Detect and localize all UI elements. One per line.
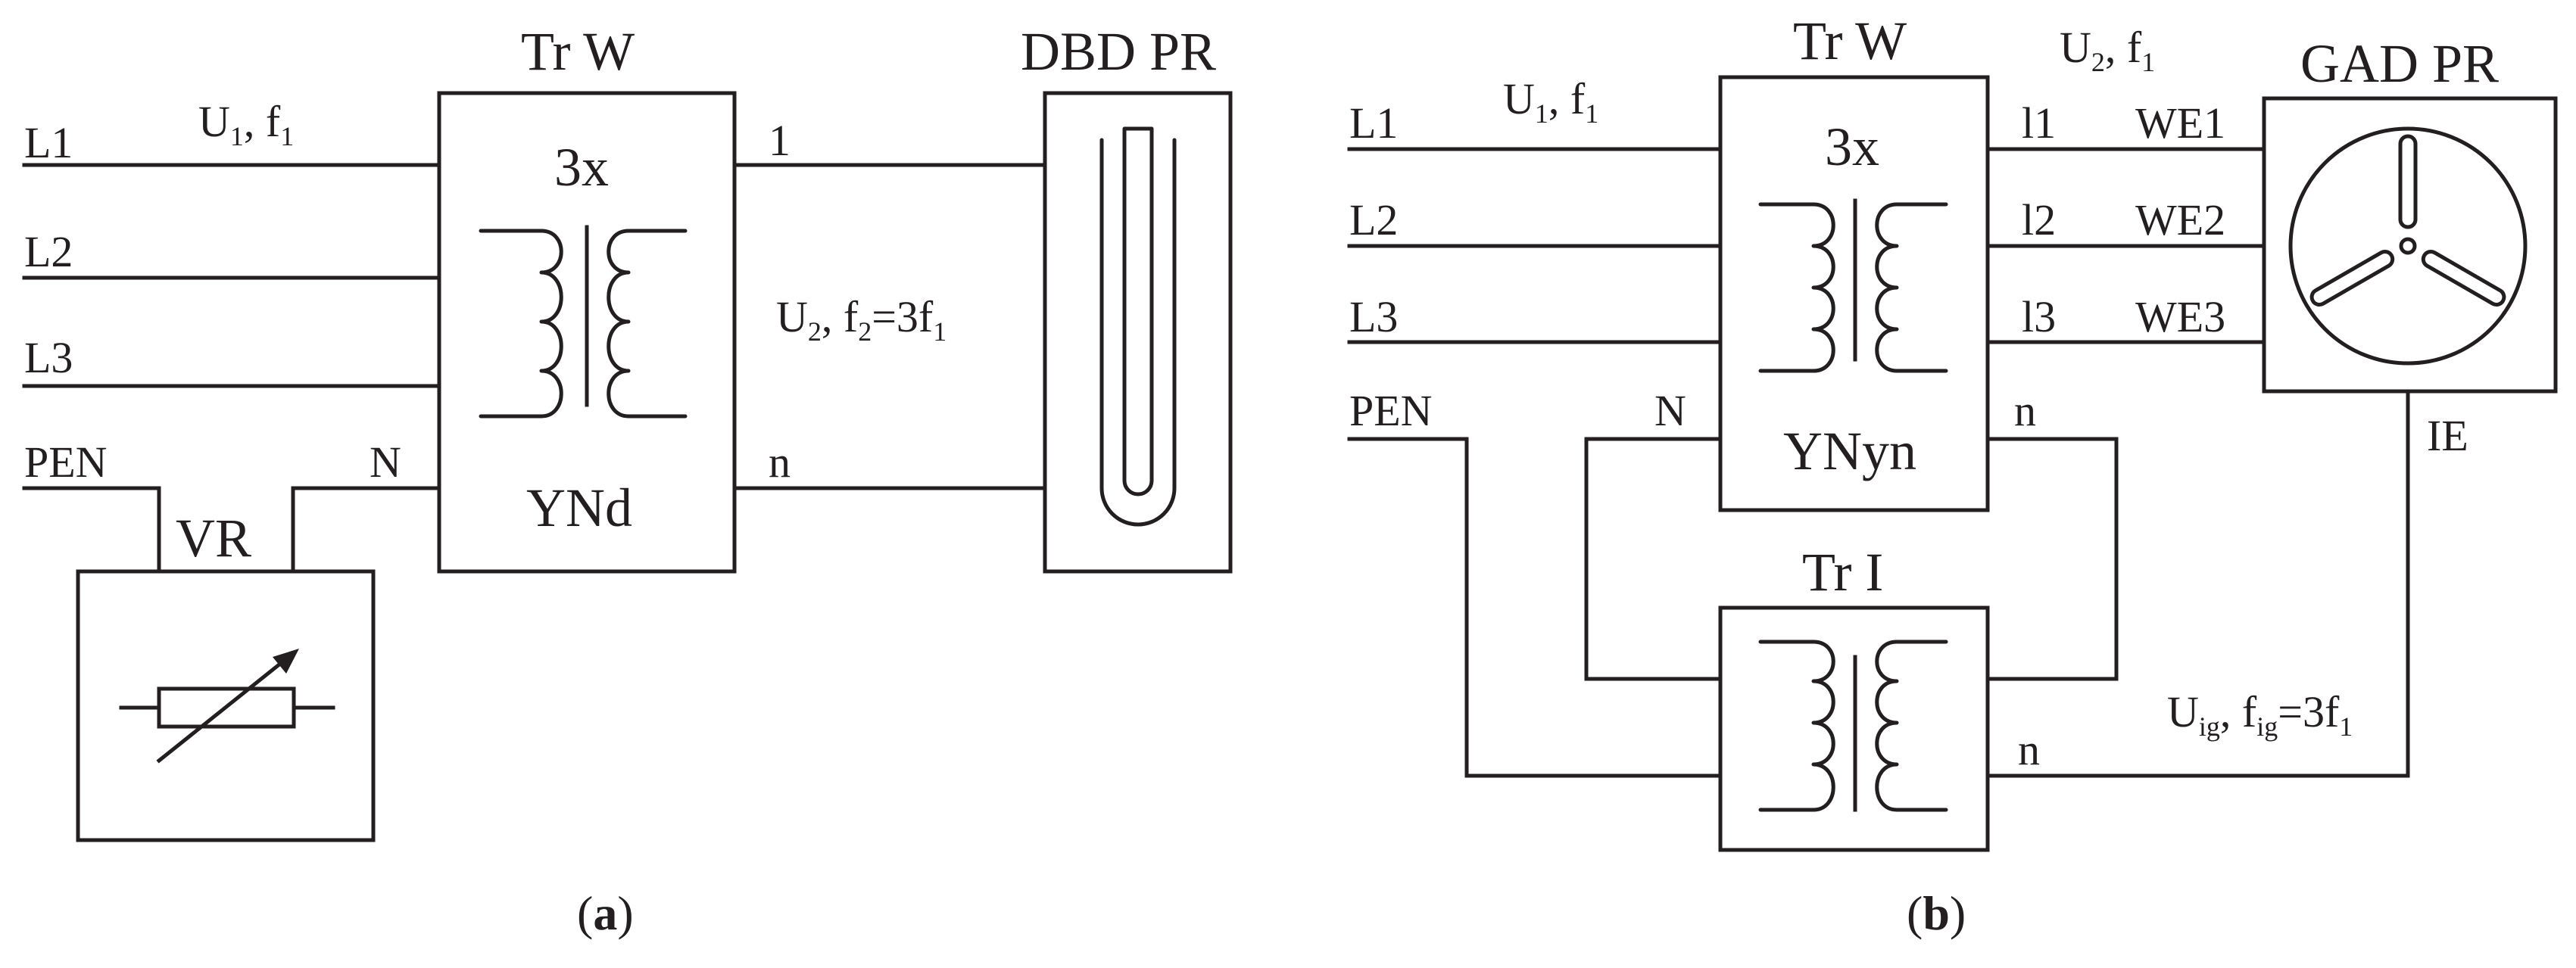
neutral-label-N-a: N bbox=[370, 437, 401, 487]
ignition-voltage-label: Uig, fig=3f1 bbox=[2167, 687, 2353, 742]
line-label-pen-b: PEN bbox=[1349, 386, 1433, 435]
neutral-label-n-b: n bbox=[2014, 386, 2036, 435]
reactor-title-b: GAD PR bbox=[2300, 33, 2499, 94]
wire-ignition-b bbox=[1985, 389, 2410, 778]
line-label-l2-a: L2 bbox=[24, 227, 73, 276]
wire-neutral-a bbox=[291, 486, 441, 574]
wire-pen-b bbox=[1347, 437, 1723, 778]
line-label-l1-a: L1 bbox=[24, 118, 73, 167]
electrode-label-we2: WE2 bbox=[2135, 195, 2225, 244]
ignition-transformer-title: Tr I bbox=[1802, 542, 1883, 602]
electrode-label-we3: WE3 bbox=[2135, 292, 2225, 341]
transformer-count-a: 3x bbox=[554, 137, 609, 198]
line-label-l1-b: L1 bbox=[1349, 98, 1398, 148]
regulator-label: VR bbox=[176, 508, 251, 568]
line-label-l3-b: L3 bbox=[1349, 292, 1398, 341]
transformer-title-b: Tr W bbox=[1793, 11, 1907, 71]
line-label-l3-a: L3 bbox=[24, 333, 73, 382]
transformer-windings-icon-b bbox=[1758, 198, 1948, 373]
wire-pen-a bbox=[22, 486, 161, 574]
supply-voltage-label-b: U1, f1 bbox=[1503, 74, 1598, 129]
output-label-l3-b: l3 bbox=[2022, 292, 2056, 341]
dbd-tube-icon bbox=[1099, 126, 1177, 527]
wire-neutral-n-b bbox=[1985, 437, 2119, 681]
output-label-l1-b: l1 bbox=[2022, 98, 2056, 148]
line-label-pen-a: PEN bbox=[24, 437, 108, 487]
caption-b: (b) bbox=[1907, 886, 1966, 940]
ignition-n-label: n bbox=[2018, 725, 2040, 774]
transformer-windings-icon-a bbox=[479, 225, 688, 419]
secondary-voltage-label-b: U2, f1 bbox=[2060, 23, 2155, 77]
gad-reactor-box bbox=[2262, 96, 2558, 394]
vector-group-b: YNyn bbox=[1783, 421, 1916, 481]
transformer-title-a: Tr W bbox=[521, 21, 635, 82]
electrode-label-we1: WE1 bbox=[2135, 98, 2225, 148]
dbd-reactor-box bbox=[1043, 91, 1233, 574]
panel-a: L1 L2 L3 PEN U1, f1 N VR Tr W 3x YNd 1 n bbox=[22, 21, 1233, 940]
ignition-transformer-windings-icon bbox=[1758, 640, 1948, 812]
reactor-title-a: DBD PR bbox=[1021, 21, 1216, 82]
output-label-1-a: 1 bbox=[769, 116, 791, 165]
wire-neutral-N-b bbox=[1584, 437, 1723, 681]
supply-voltage-label-a: U1, f1 bbox=[198, 97, 294, 151]
output-label-n-a: n bbox=[769, 437, 791, 487]
caption-a: (a) bbox=[577, 886, 634, 940]
output-label-l2-b: l2 bbox=[2022, 195, 2056, 244]
vector-group-a: YNd bbox=[526, 478, 632, 538]
ignition-electrode-label: IE bbox=[2427, 411, 2468, 460]
output-voltage-label-a: U2, f2=3f1 bbox=[776, 292, 947, 347]
transformer-count-b: 3x bbox=[1825, 117, 1879, 177]
line-label-l2-b: L2 bbox=[1349, 195, 1398, 244]
panel-b: L1 L2 L3 PEN U1, f1 Tr W 3x YNyn U2, f1 … bbox=[1347, 11, 2558, 940]
variable-resistor-icon bbox=[119, 649, 335, 764]
neutral-label-N-b: N bbox=[1654, 386, 1686, 435]
gad-reactor-icon bbox=[2288, 126, 2528, 366]
